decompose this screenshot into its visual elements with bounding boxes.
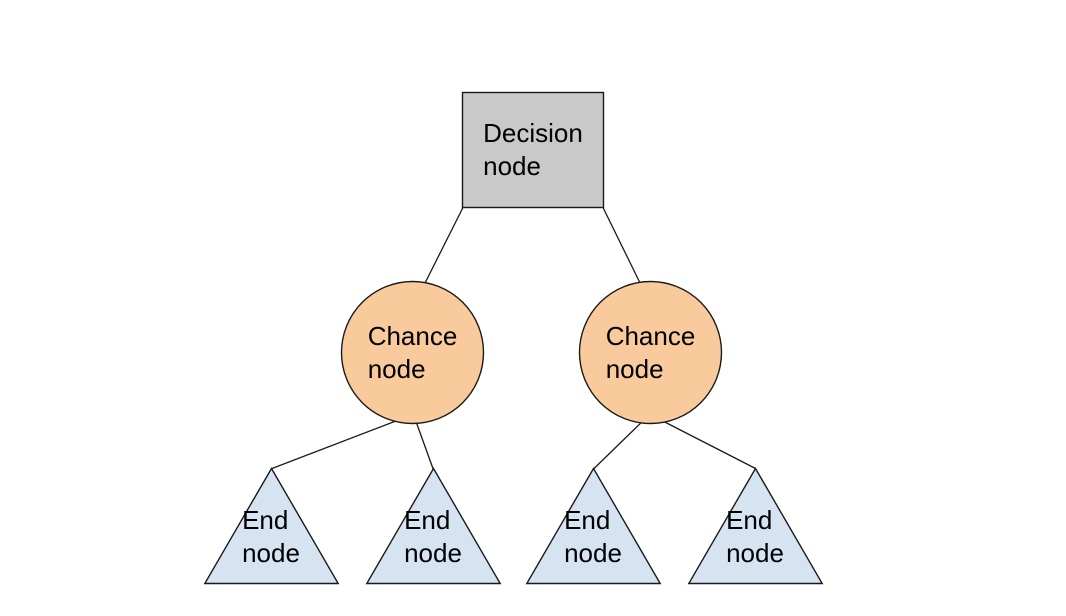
label-line: node	[726, 537, 784, 568]
label-line: node	[404, 537, 462, 568]
decision-node-shape	[461, 91, 605, 209]
label-line: End	[726, 504, 773, 535]
end-node-2-shape	[365, 467, 502, 585]
label-line: node	[564, 537, 622, 568]
end-node-4-shape	[687, 467, 824, 585]
edge-chance-left-to-end-2	[413, 415, 435, 471]
end-node-2-label: End node	[366, 469, 500, 584]
edge-chance-left-to-end-1	[271, 415, 410, 470]
label-line: node	[483, 151, 541, 181]
label-line: node	[242, 537, 300, 568]
edge-chance-right-to-end-4	[652, 415, 756, 470]
end-node-3-shape	[525, 467, 662, 585]
edge-chance-right-to-end-3	[592, 415, 649, 470]
label-line: Chance	[367, 320, 458, 351]
edge-decision-to-chance-left	[420, 207, 464, 292]
label-line: End	[242, 504, 289, 535]
end-node-1-shape	[203, 467, 340, 585]
label-line: End	[404, 504, 451, 535]
decision-node-label: Decision node	[462, 92, 604, 208]
edge-decision-to-chance-right	[602, 207, 645, 292]
chance-node-right-shape	[578, 280, 723, 425]
label-line: Chance	[605, 320, 696, 351]
label-line: node	[605, 353, 664, 384]
chance-node-right-label: Chance node	[579, 281, 722, 424]
label-line: Decision	[483, 118, 583, 148]
label-line: node	[367, 353, 426, 384]
chance-node-left-shape	[340, 280, 485, 425]
end-node-4-label: End node	[688, 469, 822, 584]
end-node-3-label: End node	[526, 469, 660, 584]
end-node-1-label: End node	[204, 469, 338, 584]
chance-node-left-label: Chance node	[341, 281, 484, 424]
label-line: End	[564, 504, 611, 535]
